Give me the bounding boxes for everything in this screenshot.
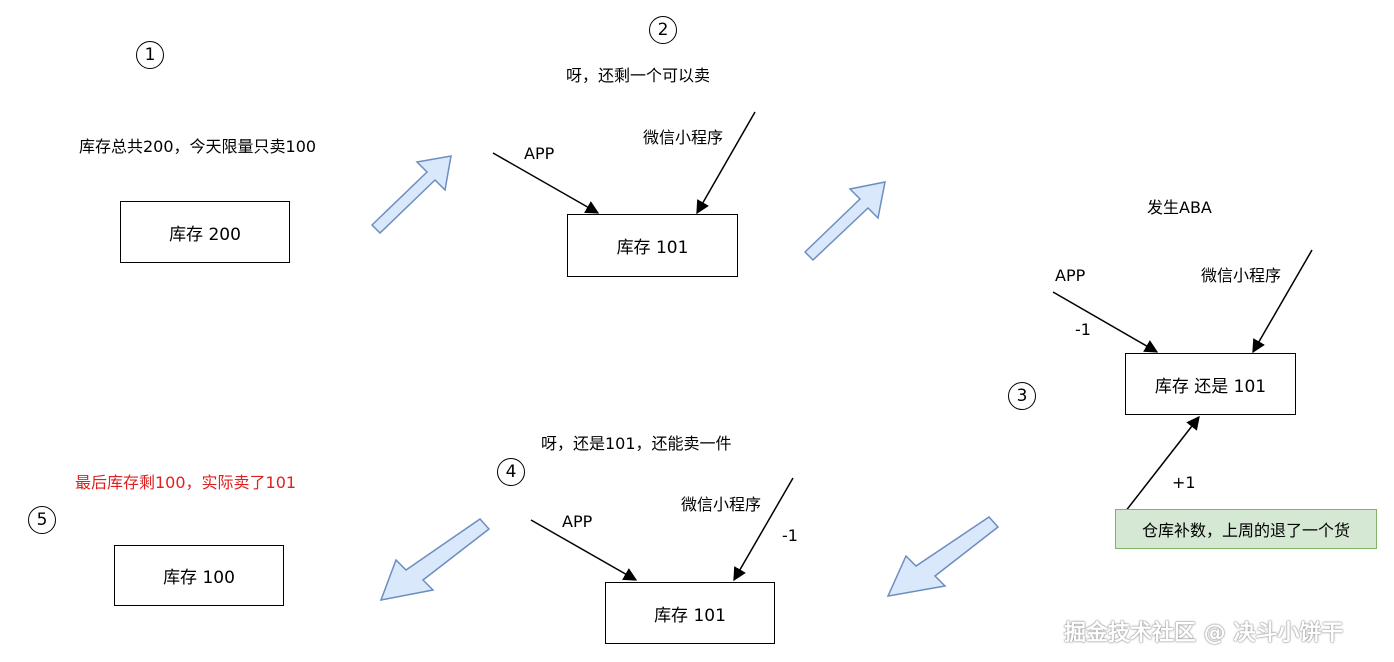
step-2-stock-box: 库存 101 <box>567 214 738 277</box>
s3-app-arrow <box>1052 291 1159 353</box>
step-4-caption: 呀，还是101，还能卖一件 <box>541 434 732 453</box>
step-1-caption: 库存总共200，今天限量只卖100 <box>79 137 317 156</box>
step-4-marker: 4 <box>497 458 525 486</box>
s2-app-arrow <box>492 152 600 214</box>
flow-arrow-4-to-5 <box>379 518 491 601</box>
flow-arrow-3-to-4 <box>886 516 1000 597</box>
step-5-marker: 5 <box>28 506 56 534</box>
step-3-restock-note: 仓库补数，上周的退了一个货 <box>1115 509 1377 549</box>
step-3-app-label: APP <box>1055 266 1086 285</box>
step-5-caption: 最后库存剩100，实际卖了101 <box>75 473 297 492</box>
step-1-marker: 1 <box>136 41 164 69</box>
flow-arrow-1-to-2 <box>370 155 452 235</box>
step-3-caption: 发生ABA <box>1147 198 1212 217</box>
step-4-stock-box: 库存 101 <box>605 582 775 644</box>
step-5-stock-box: 库存 100 <box>114 545 284 606</box>
step-4-wechat-delta: -1 <box>782 526 798 545</box>
s4-wechat-arrow <box>733 477 794 582</box>
step-3-wechat-label: 微信小程序 <box>1201 266 1282 285</box>
step-4-app-label: APP <box>562 512 593 531</box>
step-2-marker: 2 <box>649 16 677 44</box>
step-3-stock-box: 库存 还是 101 <box>1125 353 1296 415</box>
step-2-wechat-label: 微信小程序 <box>643 128 724 147</box>
step-2-caption: 呀，还剩一个可以卖 <box>566 66 711 85</box>
step-2-app-label: APP <box>524 144 555 163</box>
s3-restock-arrow <box>1124 415 1200 513</box>
s4-app-arrow <box>530 519 638 581</box>
step-3-marker: 3 <box>1008 382 1036 410</box>
step-3-app-delta: -1 <box>1075 320 1091 339</box>
watermark: 掘金技术社区 @ 决斗小饼干 <box>1064 621 1344 646</box>
step-4-wechat-label: 微信小程序 <box>681 495 762 514</box>
s2-wechat-arrow <box>696 111 756 215</box>
flow-arrow-2-to-3 <box>803 181 886 262</box>
step-3-restock-delta: +1 <box>1172 473 1196 492</box>
s3-wechat-arrow <box>1252 249 1313 354</box>
step-1-stock-box: 库存 200 <box>120 201 290 263</box>
